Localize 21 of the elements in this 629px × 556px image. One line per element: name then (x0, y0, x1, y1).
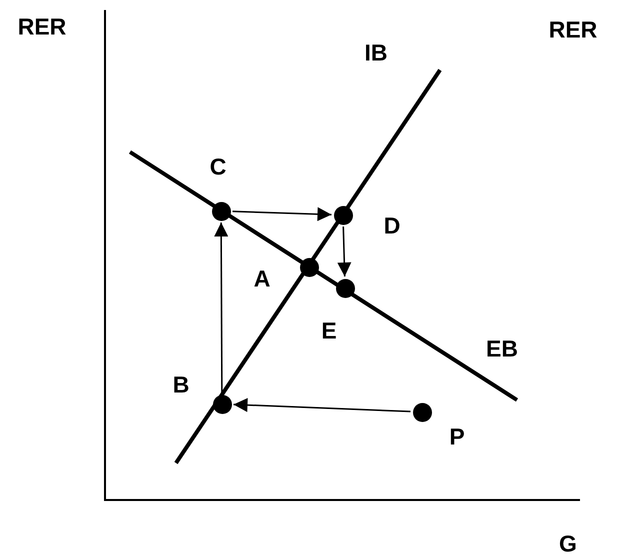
point-label: E (321, 320, 337, 342)
point-dot (334, 206, 352, 224)
arrow (232, 207, 332, 222)
axis-label: RER (548, 18, 598, 42)
axis-label: G (559, 532, 577, 556)
arrow (337, 226, 352, 277)
point-dot (412, 402, 432, 422)
axis-label: RER (18, 16, 66, 38)
point-dot (336, 278, 354, 298)
point-label: B (172, 374, 190, 396)
point-dot (212, 202, 230, 220)
curve-label: EB (486, 338, 518, 360)
point-label: D (384, 214, 400, 238)
point-label: C (210, 156, 226, 178)
point-label: A (254, 268, 270, 290)
curve-label: IB (364, 42, 388, 64)
arrow (233, 398, 411, 412)
arrow (214, 222, 228, 392)
point-dot (212, 394, 232, 414)
point-label: P (449, 426, 465, 448)
point-dot (300, 258, 318, 276)
